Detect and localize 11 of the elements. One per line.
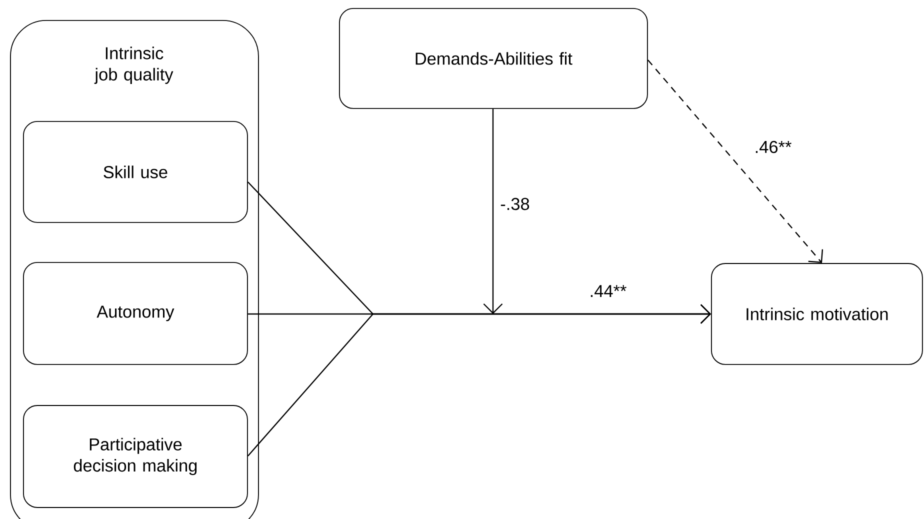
factor-box: Participative decision making bbox=[23, 405, 248, 508]
arrow bbox=[647, 60, 824, 264]
outcome-box: Intrinsic motivation bbox=[710, 263, 923, 365]
arrow bbox=[483, 108, 503, 314]
edge-label: .46** bbox=[753, 140, 794, 154]
factor-box: Autonomy bbox=[23, 262, 248, 365]
moderator-box: Demands-Abilities fit bbox=[339, 8, 648, 109]
edge-label: -.38 bbox=[498, 196, 532, 212]
edge-label: .44** bbox=[588, 284, 628, 298]
factor-box: Skill use bbox=[23, 121, 248, 223]
arrow bbox=[247, 304, 711, 456]
